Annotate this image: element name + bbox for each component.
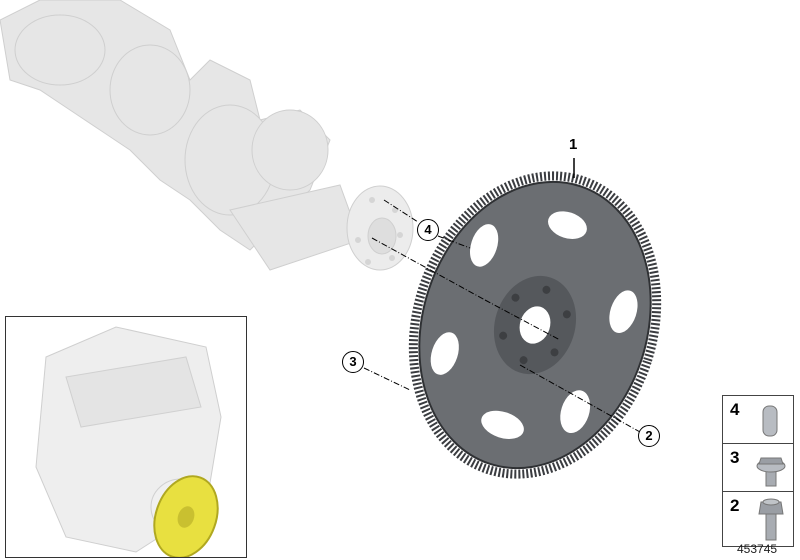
flywheel-illustration [408, 171, 662, 479]
highlighted-flywheel [153, 475, 219, 557]
callout-part-4[interactable]: 4 [417, 219, 439, 241]
crankshaft-illustration [0, 0, 414, 271]
callout-part-3[interactable]: 3 [342, 351, 364, 373]
callout-part-2[interactable]: 2 [638, 425, 660, 447]
legend-number: 2 [730, 496, 740, 515]
flange-bolt-icon [756, 457, 786, 487]
image-number: 453745 [737, 542, 778, 556]
leader-lines [363, 158, 641, 433]
legend-number: 3 [730, 448, 740, 467]
legend-number: 4 [730, 400, 740, 419]
hex-bolt-icon [758, 498, 784, 541]
parts-legend: 4 3 2 [722, 395, 794, 547]
callout-part-1[interactable]: 1 [569, 136, 578, 153]
dowel-pin-icon [762, 405, 778, 437]
legend-item-3[interactable]: 3 [723, 444, 793, 492]
engine-illustration [35, 326, 222, 557]
legend-item-4[interactable]: 4 [723, 396, 793, 444]
engine-overview-inset [5, 316, 247, 558]
legend-item-2[interactable]: 2 [723, 492, 793, 546]
